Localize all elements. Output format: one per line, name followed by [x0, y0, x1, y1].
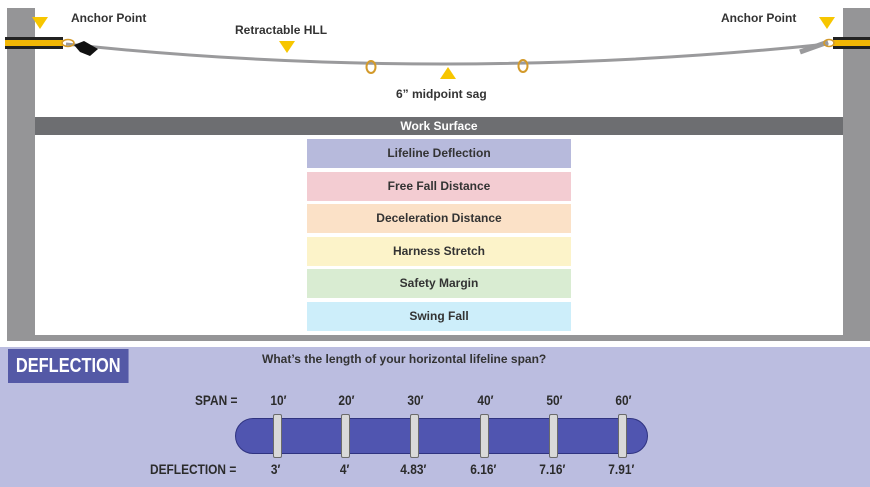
hll-marker-icon: [279, 41, 295, 53]
hll-label: Retractable HLL: [235, 23, 328, 37]
span-question: What’s the length of your horizontal lif…: [262, 352, 547, 366]
span-value: 10′: [270, 392, 287, 408]
stack-harness-stretch: Harness Stretch: [307, 237, 571, 266]
span-value: 40′: [477, 392, 494, 408]
retractable-device-icon: [74, 41, 98, 56]
ring-left-icon: [365, 60, 377, 74]
stack-free-fall-distance: Free Fall Distance: [307, 172, 571, 201]
stack-lifeline-deflection: Lifeline Deflection: [307, 139, 571, 168]
deflection-panel: [0, 347, 870, 487]
deflection-label: DEFLECTION =: [150, 461, 237, 477]
sag-marker-icon: [440, 67, 456, 79]
deflection-value: 7.91′: [608, 461, 635, 477]
span-clamp-20: [341, 414, 350, 458]
left-carabiner-icon: [61, 38, 75, 48]
stack-swing-fall: Swing Fall: [307, 302, 571, 331]
span-clamp-10: [273, 414, 282, 458]
span-clamp-40: [480, 414, 489, 458]
floor-line: [7, 335, 870, 341]
ring-right-icon: [517, 59, 529, 73]
right-anchor-label: Anchor Point: [721, 11, 797, 25]
right-anchor-marker-icon: [819, 17, 835, 29]
span-value: 20′: [338, 392, 355, 408]
left-post: [7, 8, 35, 341]
deflection-value: 4′: [339, 461, 350, 477]
right-anchor-bar: [833, 37, 870, 49]
deflection-value: 3′: [270, 461, 281, 477]
deflection-value: 4.83′: [400, 461, 427, 477]
left-anchor-label: Anchor Point: [71, 11, 147, 25]
left-anchor-bar: [5, 37, 63, 49]
right-tensioner-icon: [799, 38, 835, 55]
span-value: 30′: [407, 392, 424, 408]
stack-safety-margin: Safety Margin: [307, 269, 571, 298]
horizontal-lifeline: [65, 42, 829, 66]
stack-deceleration-distance: Deceleration Distance: [307, 204, 571, 233]
lifeline-diagram: [61, 38, 835, 74]
span-clamp-50: [549, 414, 558, 458]
sag-label: 6” midpoint sag: [396, 87, 487, 101]
span-label: SPAN =: [195, 392, 238, 408]
work-surface: Work Surface: [35, 117, 843, 135]
right-post: [843, 8, 870, 341]
lifeline-tube: [235, 418, 648, 454]
deflection-tag: DEFLECTION: [8, 349, 129, 383]
deflection-value: 6.16′: [470, 461, 497, 477]
span-value: 60′: [615, 392, 632, 408]
deflection-value: 7.16′: [539, 461, 566, 477]
left-anchor-marker-icon: [32, 17, 48, 29]
span-value: 50′: [546, 392, 563, 408]
span-clamp-30: [410, 414, 419, 458]
span-clamp-60: [618, 414, 627, 458]
